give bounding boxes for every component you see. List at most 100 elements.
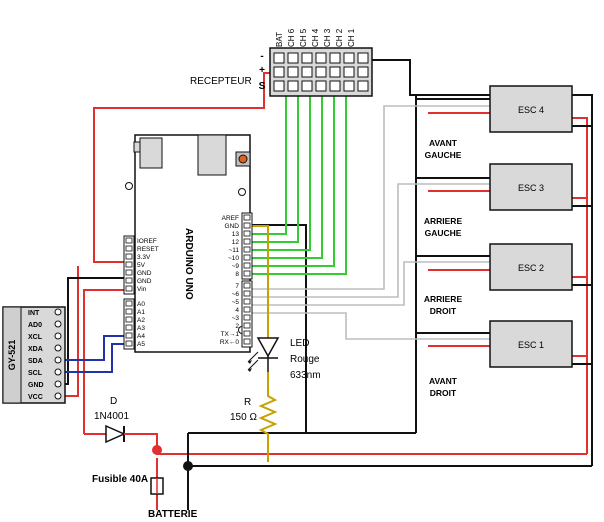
fuse-label: Fusible 40A [92, 474, 148, 485]
pin-label: A1 [137, 309, 145, 316]
gy521-pin [54, 308, 62, 316]
receiver-signal-wires [252, 96, 347, 275]
led: LED Rouge 633nm [247, 337, 321, 381]
light-arrow-icon [247, 351, 259, 363]
receiver-pin [343, 66, 355, 78]
header-pin [125, 277, 133, 284]
diode: D 1N4001 [94, 396, 132, 444]
pin-label: ~5 [232, 299, 240, 306]
receiver-pin [301, 66, 313, 78]
header-pin [243, 246, 251, 253]
pin-label: A5 [137, 341, 145, 348]
receiver-pin [273, 80, 285, 92]
header-pin [125, 285, 133, 292]
power-wires [64, 72, 588, 510]
header-pin [243, 214, 251, 221]
esc-position-line1: AVANT [429, 138, 458, 148]
receiver-channel-label: CH 6 [287, 28, 296, 47]
resistor-value: 150 Ω [230, 412, 257, 423]
receiver-channel-label: CH 2 [335, 28, 344, 47]
header-pin [243, 230, 251, 237]
receiver-pin [357, 66, 369, 78]
receiver-plus-label: + [259, 65, 265, 76]
gy521-pin [54, 392, 62, 400]
pin-label: ~9 [232, 263, 240, 270]
receiver-pin [357, 80, 369, 92]
header-pin [243, 290, 251, 297]
esc-label: ESC 4 [518, 105, 544, 115]
power-jack [197, 134, 227, 176]
pin-label: A0 [137, 301, 145, 308]
header-pin [125, 269, 133, 276]
gy521-pin [54, 320, 62, 328]
receiver-pin [301, 80, 313, 92]
pin-label: 2 [235, 323, 239, 330]
header-pin [243, 298, 251, 305]
receiver-pin [315, 80, 327, 92]
gy521-pin-label: INT [28, 310, 40, 317]
usb-jack [139, 137, 163, 169]
header-pin [125, 308, 133, 315]
gy521-pin [54, 344, 62, 352]
esc-box [489, 320, 573, 368]
diode-name: D [110, 396, 117, 407]
header-pin [243, 314, 251, 321]
header-pin [125, 316, 133, 323]
i2c-wires [64, 335, 134, 373]
header-pin [243, 262, 251, 269]
gy521-pin [54, 380, 62, 388]
pin-label: 7 [235, 283, 239, 290]
pin-label: RX←0 [220, 339, 240, 346]
pin-label: 12 [232, 239, 240, 246]
receiver-pin [329, 80, 341, 92]
receiver-label: RECEPTEUR [190, 76, 252, 87]
esc-box [489, 243, 573, 291]
negative-node [183, 461, 193, 471]
pin-label: 8 [235, 271, 239, 278]
gy521-pin [54, 332, 62, 340]
header-pin [243, 238, 251, 245]
receiver-pin [315, 52, 327, 64]
header-pin [125, 332, 133, 339]
receiver-channel-label: CH 3 [323, 28, 332, 47]
led-symbol [256, 337, 280, 358]
esc-position-line1: ARRIERE [424, 216, 463, 226]
led-label: LED [290, 338, 309, 349]
battery-terminals: BATTERIE [148, 445, 198, 520]
receiver-pin [343, 80, 355, 92]
pin-label: RESET [137, 246, 159, 253]
esc-label: ESC 3 [518, 183, 544, 193]
pin-label: 13 [232, 231, 240, 238]
pin-label: ~10 [228, 255, 239, 262]
pin-label: GND [137, 270, 152, 277]
pin-label: TX→1 [221, 331, 240, 338]
header-pin [125, 340, 133, 347]
pin-label: ~11 [228, 247, 239, 254]
pin-label: GND [137, 278, 152, 285]
pin-label: ~3 [232, 315, 240, 322]
header-pin [243, 338, 251, 345]
header-pin [125, 324, 133, 331]
arduino-title: ARDUINO UNO [183, 228, 194, 300]
ground-wires [64, 59, 593, 510]
gy521-pin-label: AD0 [28, 322, 42, 329]
receiver-channel-label: CH 1 [347, 28, 356, 47]
gy521-pin [54, 356, 62, 364]
receiver-channel-label: BAT [275, 32, 284, 47]
receiver-pin [329, 52, 341, 64]
receiver-signal-label: S [259, 81, 266, 92]
fuse: Fusible 40A [92, 474, 164, 495]
diode-symbol [105, 424, 126, 444]
receiver-pin [287, 52, 299, 64]
pin-label: AREF [222, 215, 239, 222]
gy521-pin-label: GND [28, 382, 44, 389]
receiver-pin [357, 52, 369, 64]
receiver-pin [287, 66, 299, 78]
